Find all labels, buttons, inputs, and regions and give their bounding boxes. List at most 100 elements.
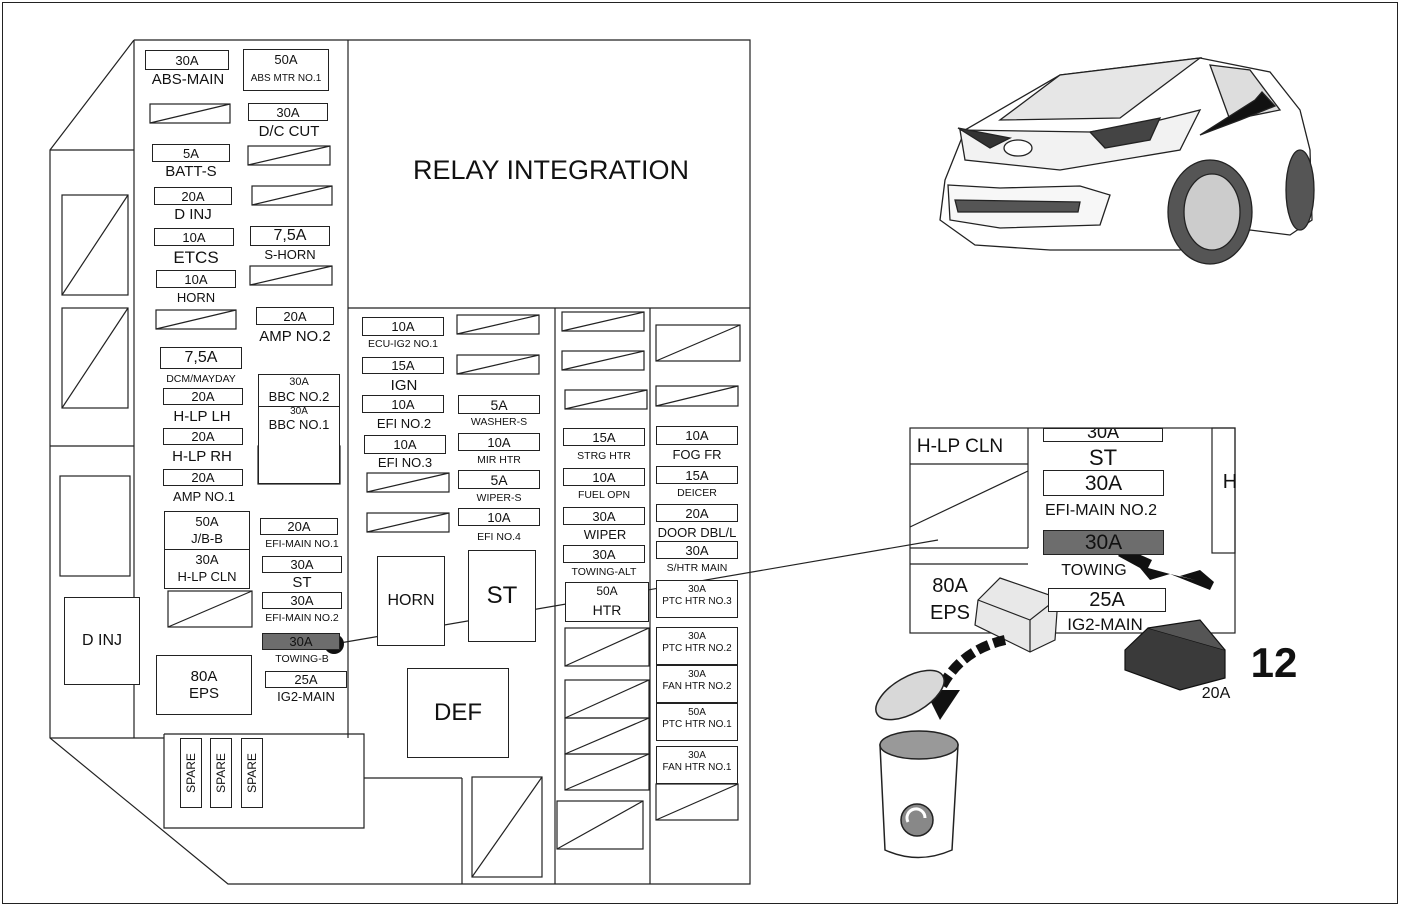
- fuse-amp-no2-name: AMP NO.2: [259, 328, 331, 345]
- fuse-fan-htr-no1-amp: 30A: [688, 750, 706, 761]
- fuse-dcm-mayday-name: DCM/MAYDAY: [166, 373, 236, 385]
- fuse-wiper-s-amp: 5A: [458, 470, 540, 489]
- fuse-bbc-no2-amp: 30A: [289, 376, 309, 388]
- zoom-eps-name: EPS: [929, 602, 971, 624]
- fuse-jb-b-name: J/B-B: [191, 531, 223, 546]
- zoom-ig2-main-amp: 25A: [1048, 588, 1166, 612]
- fuse-amp-no1-amp: 20A: [163, 469, 243, 486]
- zoom-towing-fuse-amp: 30A: [1043, 530, 1164, 555]
- fuse-ptc-htr-no1: 50A PTC HTR NO.1: [656, 703, 738, 741]
- fuse-h-lp-rh-name: H-LP RH: [172, 448, 232, 465]
- fuse-abs-main-name: ABS-MAIN: [151, 71, 225, 88]
- fuse-wiper-amp: 30A: [563, 507, 645, 525]
- fuse-bbc-no2-name: BBC NO.2: [268, 389, 330, 404]
- relay-integration-label: RELAY INTEGRATION: [412, 155, 690, 185]
- fuse-washer-s-name: WASHER-S: [470, 416, 528, 428]
- fuse-ptc-htr-no1-name: PTC HTR NO.1: [662, 719, 732, 730]
- fuse-jb-b-amp: 50A: [195, 514, 219, 529]
- fuse-fuel-opn-name: FUEL OPN: [577, 489, 631, 501]
- fuse-h-lp-cln-amp: 30A: [195, 552, 219, 567]
- fuse-ptc-htr-no3-amp: 30A: [688, 584, 706, 595]
- zoom-top-fuse-amp: 30A: [1043, 428, 1163, 442]
- zoom-efi-main-no2-amp: 30A: [1043, 470, 1164, 496]
- discard-arrow: [935, 635, 1007, 693]
- fuse-abs-mtr-no1: 50A ABS MTR NO.1: [243, 49, 329, 91]
- fuse-abs-mtr-no1-amp: 50A: [274, 52, 298, 67]
- fuse-efi-main-no2-amp: 30A: [262, 592, 342, 609]
- fuse-ptc-htr-no2: 30A PTC HTR NO.2: [656, 627, 738, 665]
- fuse-fan-htr-no2-amp: 30A: [688, 669, 706, 680]
- new-fuse-amp-label: 20A: [1201, 685, 1231, 702]
- fuse-s-htr-main-amp: 30A: [656, 541, 738, 559]
- def-relay: DEF: [407, 668, 509, 758]
- fuse-htr-amp: 50A: [596, 584, 618, 598]
- fuse-amp-no2-amp: 20A: [256, 307, 334, 325]
- divider: [164, 549, 250, 550]
- fuse-h-lp-lh-name: H-LP LH: [173, 408, 231, 425]
- fuse-horn-amp: 10A: [156, 270, 236, 288]
- car-illustration: [939, 57, 1315, 265]
- fuse-htr: 50A HTR: [565, 582, 649, 622]
- st-relay: ST: [468, 550, 536, 642]
- fuse-efi-no3-name: EFI NO.3: [377, 455, 433, 470]
- fuse-washer-s-amp: 5A: [458, 395, 540, 414]
- zoom-towing-name: TOWING: [1061, 562, 1127, 579]
- fuse-mir-htr-name: MIR HTR: [477, 454, 521, 466]
- spare-label: SPARE: [214, 753, 229, 793]
- fuse-towing-b-amp: 30A: [262, 633, 340, 650]
- fuse-towing-alt-name: TOWING-ALT: [571, 566, 637, 578]
- fuse-etcs-name: ETCS: [173, 248, 219, 267]
- fuse-ptc-htr-no2-name: PTC HTR NO.2: [662, 643, 732, 654]
- fuse-fan-htr-no2: 30A FAN HTR NO.2: [656, 665, 738, 703]
- fuse-efi-main-no1-name: EFI-MAIN NO.1: [265, 538, 339, 550]
- fuse-ptc-htr-no2-amp: 30A: [688, 631, 706, 642]
- zoom-right-letter: H: [1222, 471, 1238, 493]
- fuse-bbc-no1-amp: 30A: [290, 406, 308, 417]
- fuse-ptc-htr-no1-amp: 50A: [688, 707, 706, 718]
- fuse-ecu-ig2-no1-name: ECU-IG2 NO.1: [367, 338, 439, 350]
- fuse-towing-alt-amp: 30A: [563, 545, 645, 563]
- fuse-h-lp-rh-amp: 20A: [163, 428, 243, 445]
- fuse-fan-htr-no1: 30A FAN HTR NO.1: [656, 746, 738, 784]
- trash-can-icon: [875, 669, 959, 859]
- fuse-dc-cut-amp: 30A: [248, 103, 328, 121]
- step-number: 12: [1250, 639, 1298, 686]
- fuse-efi-main-no1-amp: 20A: [260, 518, 338, 535]
- fuse-s-horn-amp: 7,5A: [250, 226, 330, 246]
- new-fuse: [1124, 619, 1226, 691]
- fuse-door-dbl-name: DOOR DBL/L: [657, 525, 737, 540]
- fuse-d-inj-name: D INJ: [174, 206, 212, 223]
- zoom-eps-amp: 80A: [932, 575, 968, 597]
- eps-fuse-amp: 80A: [190, 668, 218, 685]
- fuse-efi-main-no2-name: EFI-MAIN NO.2: [265, 612, 339, 624]
- fuse-fan-htr-no2-name: FAN HTR NO.2: [662, 681, 732, 692]
- zoom-ig2-main-name: IG2-MAIN: [1067, 615, 1143, 634]
- fuse-ign-name: IGN: [390, 377, 418, 394]
- spare-label: SPARE: [184, 753, 199, 793]
- d-inj-relay: D INJ: [64, 597, 140, 685]
- fuse-ign-amp: 15A: [362, 357, 444, 374]
- fuse-s-horn-name: S-HORN: [264, 247, 316, 262]
- fuse-s-htr-main-name: S/HTR MAIN: [666, 562, 728, 574]
- fuse-fog-fr-amp: 10A: [656, 426, 738, 445]
- fuse-h-lp-cln-name: H-LP CLN: [177, 569, 237, 584]
- fuse-htr-name: HTR: [592, 602, 622, 618]
- fuse-ig2-main-amp: 25A: [265, 671, 347, 688]
- fuse-efi-no2-name: EFI NO.2: [376, 416, 432, 431]
- fuse-etcs-amp: 10A: [154, 228, 234, 246]
- fuse-efi-no4-amp: 10A: [458, 508, 540, 526]
- fuse-ecu-ig2-no1-amp: 10A: [362, 317, 444, 336]
- zoom-st-label: ST: [1088, 445, 1118, 470]
- fuse-efi-no4-name: EFI NO.4: [477, 531, 521, 543]
- fuse-h-lp-lh-amp: 20A: [163, 388, 243, 405]
- fuse-bbc-no1-name: BBC NO.1: [268, 417, 330, 432]
- horn-relay: HORN: [377, 556, 445, 646]
- fuse-abs-mtr-no1-name: ABS MTR NO.1: [250, 73, 322, 84]
- fuse-dc-cut-name: D/C CUT: [258, 123, 320, 140]
- fuse-jb-b-hlp-cln-block: [164, 511, 250, 589]
- zoom-h-lp-cln-label: H-LP CLN: [916, 436, 1004, 457]
- fuse-deicer-name: DEICER: [677, 487, 717, 499]
- fuse-batt-s-amp: 5A: [152, 144, 230, 162]
